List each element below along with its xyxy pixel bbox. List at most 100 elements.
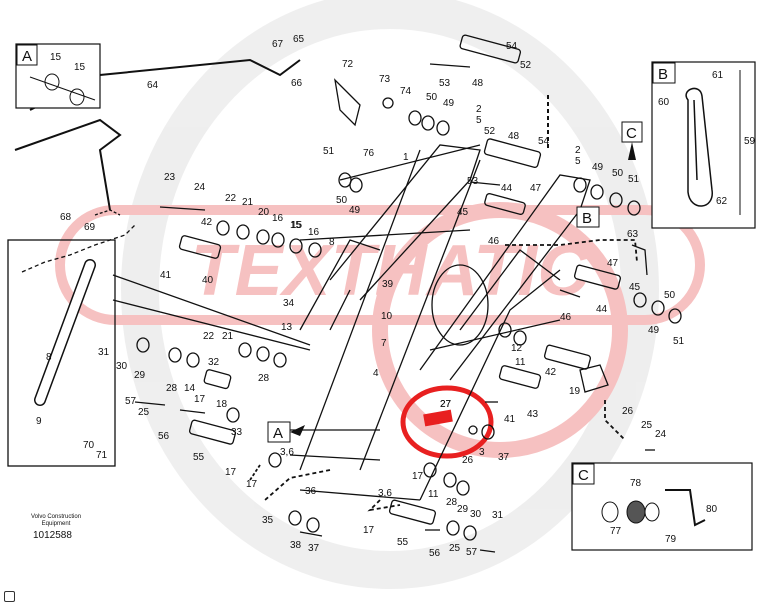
- part-label: 45: [457, 207, 469, 218]
- part-label: 25: [641, 420, 653, 431]
- part-label: 19: [569, 386, 581, 397]
- part-label: 39: [382, 279, 394, 290]
- part-label: 13: [281, 322, 293, 333]
- part-label: 27: [440, 399, 452, 410]
- part-label: 17: [412, 471, 424, 482]
- part-label: 44: [596, 304, 608, 315]
- part-label: 69: [84, 222, 96, 233]
- part-label: 70: [83, 440, 95, 451]
- part-label: 8: [329, 237, 335, 248]
- part-label: 72: [342, 59, 354, 70]
- part-label: 32: [208, 357, 220, 368]
- watermark: TEXTHATIC: [55, 0, 705, 589]
- part-label: 49: [349, 205, 361, 216]
- part-label: 64: [147, 80, 159, 91]
- part-label: 55: [397, 537, 409, 548]
- part-label: 2: [575, 145, 581, 156]
- detail-box-c-label-1: 78: [630, 478, 642, 489]
- part-label: 11: [428, 489, 439, 500]
- part-label: 76: [363, 148, 375, 159]
- part-label: 50: [664, 290, 676, 301]
- part-label: 21: [222, 331, 234, 342]
- part-label: 41: [504, 414, 516, 425]
- part-label: 17: [194, 394, 206, 405]
- detail-box-b-label-3: 59: [744, 136, 756, 147]
- part-label: 25: [449, 543, 461, 554]
- part-label: 30: [116, 361, 128, 372]
- part-label: 50: [612, 168, 624, 179]
- part-label: 21: [242, 197, 254, 208]
- part-label: 15: [291, 220, 303, 231]
- part-labels: 67 65 66 64 72 73 74 50 49 54 53 48 52 2…: [36, 34, 685, 559]
- part-label: 1: [403, 152, 409, 163]
- part-label: 26: [462, 455, 474, 466]
- select-checkbox[interactable]: [4, 591, 15, 602]
- part-label: 24: [194, 182, 206, 193]
- part-label: 37: [308, 543, 320, 554]
- part-label: 4: [373, 368, 379, 379]
- part-label: 52: [484, 126, 496, 137]
- part-label: 2: [476, 104, 482, 115]
- part-label: 11: [515, 357, 526, 368]
- part-label: 25: [138, 407, 150, 418]
- part-label: 47: [607, 258, 619, 269]
- part-label: 54: [538, 136, 550, 147]
- part-label: 73: [379, 74, 391, 85]
- part-label: 41: [160, 270, 172, 281]
- part-label: 16: [272, 213, 284, 224]
- part-label: 66: [291, 78, 303, 89]
- part-label: 48: [472, 78, 484, 89]
- part-label: 65: [293, 34, 305, 45]
- callout-c: C: [626, 125, 637, 142]
- part-label: 36: [305, 486, 317, 497]
- callouts: B C A: [267, 121, 643, 443]
- part-label: 29: [134, 370, 146, 381]
- part-label: 35: [262, 515, 274, 526]
- part-label: 31: [98, 347, 110, 358]
- part-label: 43: [527, 409, 539, 420]
- part-label: 46: [560, 312, 572, 323]
- part-label: 17: [246, 479, 258, 490]
- detail-box-a: A 15 15: [15, 43, 101, 109]
- part-label: 5: [575, 156, 581, 167]
- part-label: 28: [258, 373, 270, 384]
- part-label: 50: [426, 92, 438, 103]
- part-label: 44: [501, 183, 513, 194]
- part-label: 3: [479, 447, 485, 458]
- detail-box-b-label-2: 60: [658, 97, 670, 108]
- part-label: 24: [655, 429, 667, 440]
- part-label: 10: [381, 311, 393, 322]
- part-label: 3,6: [378, 488, 392, 499]
- detail-box-c: C 78 77 79 80: [571, 462, 753, 551]
- part-label: 53: [467, 176, 479, 187]
- detail-box-a-label-1: 15: [50, 52, 62, 63]
- part-label: 9: [36, 416, 42, 427]
- part-label: 47: [530, 183, 542, 194]
- part-label: 49: [592, 162, 604, 173]
- structure-lines: [7, 34, 682, 553]
- part-label: 68: [60, 212, 72, 223]
- part-label: 22: [203, 331, 215, 342]
- detail-box-c-label-4: 80: [706, 504, 718, 515]
- watermark-text: TEXTHATIC: [191, 231, 591, 311]
- part-label: 17: [363, 525, 375, 536]
- part-label: 17: [225, 467, 237, 478]
- part-label: 5: [476, 115, 482, 126]
- detail-box-c-label-2: 77: [610, 526, 622, 537]
- detail-box-b: B 61 60 59 62: [651, 61, 756, 229]
- part-label: 71: [96, 450, 108, 461]
- part-label: 55: [193, 452, 205, 463]
- part-label: 51: [673, 336, 685, 347]
- part-label: 33: [231, 427, 243, 438]
- part-label: 14: [184, 383, 196, 394]
- part-label: 51: [323, 146, 335, 157]
- brand-line-1: Volvo Construction: [31, 514, 82, 520]
- detail-box-c-label-3: 79: [665, 534, 677, 545]
- part-label: 54: [506, 41, 518, 52]
- brand-line-2: Equipment: [41, 521, 71, 527]
- part-label: 31: [492, 510, 504, 521]
- part-label: 30: [470, 509, 482, 520]
- part-label: 38: [290, 540, 302, 551]
- part-label: 15: [290, 220, 302, 231]
